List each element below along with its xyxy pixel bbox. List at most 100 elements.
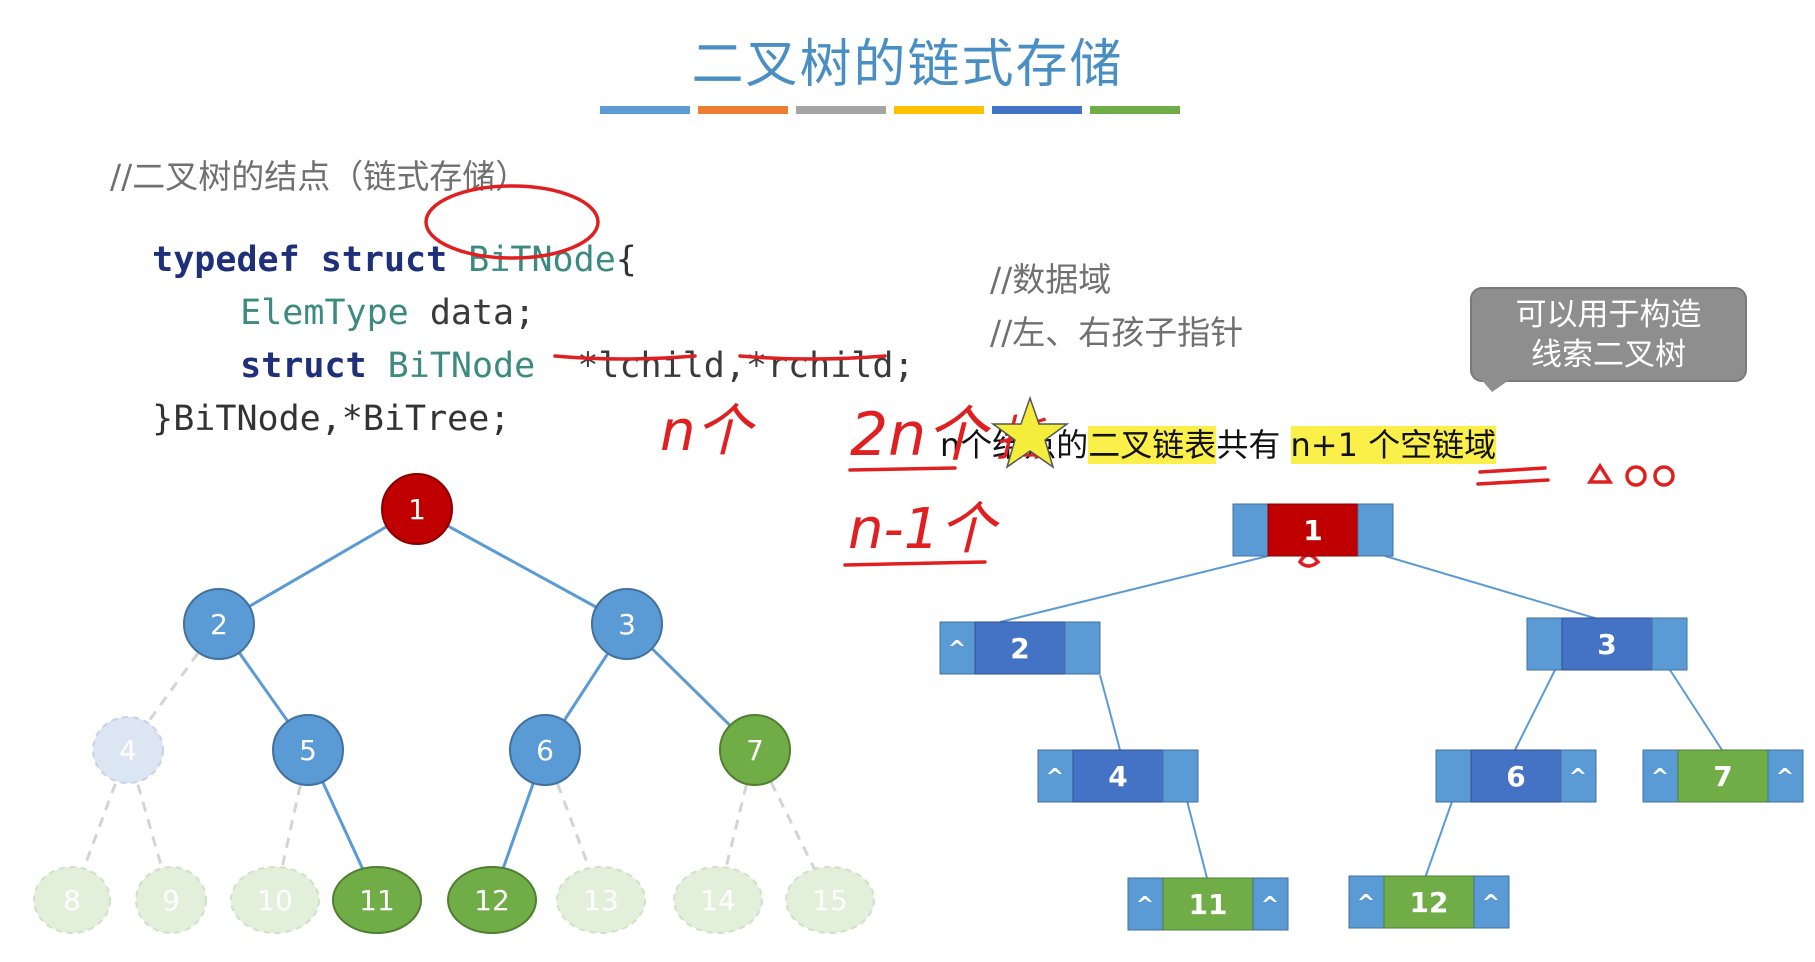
page-title: 二叉树的链式存储 (691, 35, 1124, 95)
type-elemtype: ElemType (240, 293, 409, 333)
mark-under-root (1298, 553, 1321, 568)
tree-edges-dashed (70, 623, 832, 901)
circle-bitnode-mark (424, 184, 600, 260)
linked-node-12: ^ ^ 12 (1348, 875, 1510, 929)
handwriting-n-minus-1: n-1个 (848, 497, 1000, 562)
svg-text:12: 12 (1410, 886, 1449, 919)
handwriting-n: n个 (660, 399, 756, 464)
svg-text:12: 12 (474, 884, 510, 917)
code-line-data: ElemType data; (198, 253, 535, 333)
note-text-2: 共有 (1216, 426, 1281, 464)
tree-node-15: 15 (785, 866, 875, 934)
svg-text:13: 13 (583, 884, 619, 917)
svg-text:1: 1 (408, 493, 426, 526)
tree-node-14: 14 (673, 866, 763, 934)
tree-nodes: 1 2 3 4 5 6 7 8 9 10 11 12 13 14 15 (33, 473, 875, 934)
linked-node-4: ^ 4 (1037, 749, 1199, 803)
null-mark: ^ (1651, 765, 1669, 790)
tree-node-10: 10 (230, 866, 320, 934)
callout-box: 可以用于构造 线索二叉树 (1470, 287, 1747, 382)
code-comment-children: //左、右孩子指针 (990, 313, 1244, 352)
tree-node-13: 13 (556, 866, 646, 934)
tree-node-8: 8 (33, 866, 111, 934)
null-mark: ^ (1482, 891, 1500, 916)
code-comment-line: //二叉树的结点（链式存储） (110, 157, 529, 196)
note-highlight-2: n+1 个空链域 (1290, 426, 1497, 464)
linked-node-3: 3 (1526, 617, 1688, 671)
linked-node-7: ^ ^ 7 (1642, 749, 1804, 803)
svg-text:7: 7 (1713, 760, 1732, 793)
underline-lchild (553, 354, 697, 361)
linked-nodes: 1 ^ 2 3 ^ 4 ^ (939, 503, 1804, 931)
linked-node-1: 1 (1232, 503, 1394, 557)
callout-tail (1480, 378, 1512, 392)
null-mark: ^ (1569, 765, 1587, 790)
tree-node-11: 11 (332, 866, 422, 934)
tree-node-2: 2 (183, 588, 255, 660)
svg-text:10: 10 (257, 884, 293, 917)
tree-node-9: 9 (135, 866, 207, 934)
color-bar-segment (894, 106, 984, 114)
svg-text:7: 7 (746, 734, 764, 767)
tree-node-1: 1 (381, 473, 453, 545)
tree-node-3: 3 (591, 588, 663, 660)
svg-text:11: 11 (1189, 888, 1228, 921)
code-line-typedef: typedef struct BiTNode{ (110, 200, 637, 280)
callout-line-2: 线索二叉树 (1531, 337, 1686, 373)
svg-text:14: 14 (700, 884, 736, 917)
struct-name: BiTNode (468, 240, 616, 280)
mark-circle-2 (1653, 465, 1675, 487)
var-data: data; (429, 293, 536, 333)
code-line-children: struct BiTNode *lchild,*rchild; (198, 306, 915, 386)
code-line-typedef-end: }BiTNode,*BiTree; (110, 359, 510, 439)
linked-node-2: ^ 2 (939, 621, 1101, 675)
linked-edges (999, 555, 1723, 879)
color-bar (600, 106, 1180, 114)
mark-circle-1 (1625, 465, 1647, 487)
tree-node-12: 12 (447, 866, 537, 934)
keyword-typedef: typedef (152, 240, 300, 280)
color-bar-segment (1090, 106, 1180, 114)
keyword-struct-2: struct (240, 346, 367, 386)
handwriting-layer (424, 184, 1675, 568)
color-bar-segment (600, 106, 690, 114)
handwriting-text: n个 2n个 指 n-1个 (660, 399, 1049, 562)
null-mark: ^ (1136, 893, 1154, 918)
svg-text:2: 2 (210, 608, 228, 641)
typedef-names: }BiTNode,*BiTree; (152, 399, 511, 439)
svg-text:1: 1 (1303, 514, 1322, 547)
color-bar-segment (992, 106, 1082, 114)
underline-2n (848, 466, 957, 472)
null-mark: ^ (1046, 765, 1064, 790)
tree-edges-solid (217, 507, 757, 901)
callout-line-1: 可以用于构造 (1515, 297, 1702, 333)
tree-node-4: 4 (92, 716, 164, 784)
svg-text:15: 15 (812, 884, 848, 917)
null-mark: ^ (1357, 891, 1375, 916)
linked-node-11: ^ ^ 11 (1127, 877, 1289, 931)
mark-delta-1 (1586, 462, 1614, 484)
tree-node-5: 5 (272, 714, 344, 786)
null-mark: ^ (948, 637, 966, 662)
svg-text:11: 11 (359, 884, 395, 917)
child-pointers: *lchild,*rchild; (577, 346, 915, 386)
svg-text:9: 9 (162, 884, 180, 917)
underline-n-1 (843, 560, 987, 567)
tree-node-7: 7 (719, 714, 791, 786)
svg-text:5: 5 (299, 734, 317, 767)
svg-text:3: 3 (1597, 628, 1616, 661)
null-mark: ^ (1261, 893, 1279, 918)
underline-n-plus-1-a (1478, 466, 1547, 474)
color-bar-segment (796, 106, 886, 114)
note-highlight-1: 二叉链表 (1088, 426, 1217, 464)
svg-text:4: 4 (119, 734, 137, 767)
color-bar-segment (698, 106, 788, 114)
linked-node-6: ^ 6 (1435, 749, 1597, 803)
star-icon (990, 395, 1070, 469)
svg-text:3: 3 (618, 608, 636, 641)
underline-rchild (738, 354, 887, 361)
svg-text:6: 6 (1506, 760, 1525, 793)
open-brace: { (615, 240, 637, 280)
svg-text:2: 2 (1010, 632, 1029, 665)
